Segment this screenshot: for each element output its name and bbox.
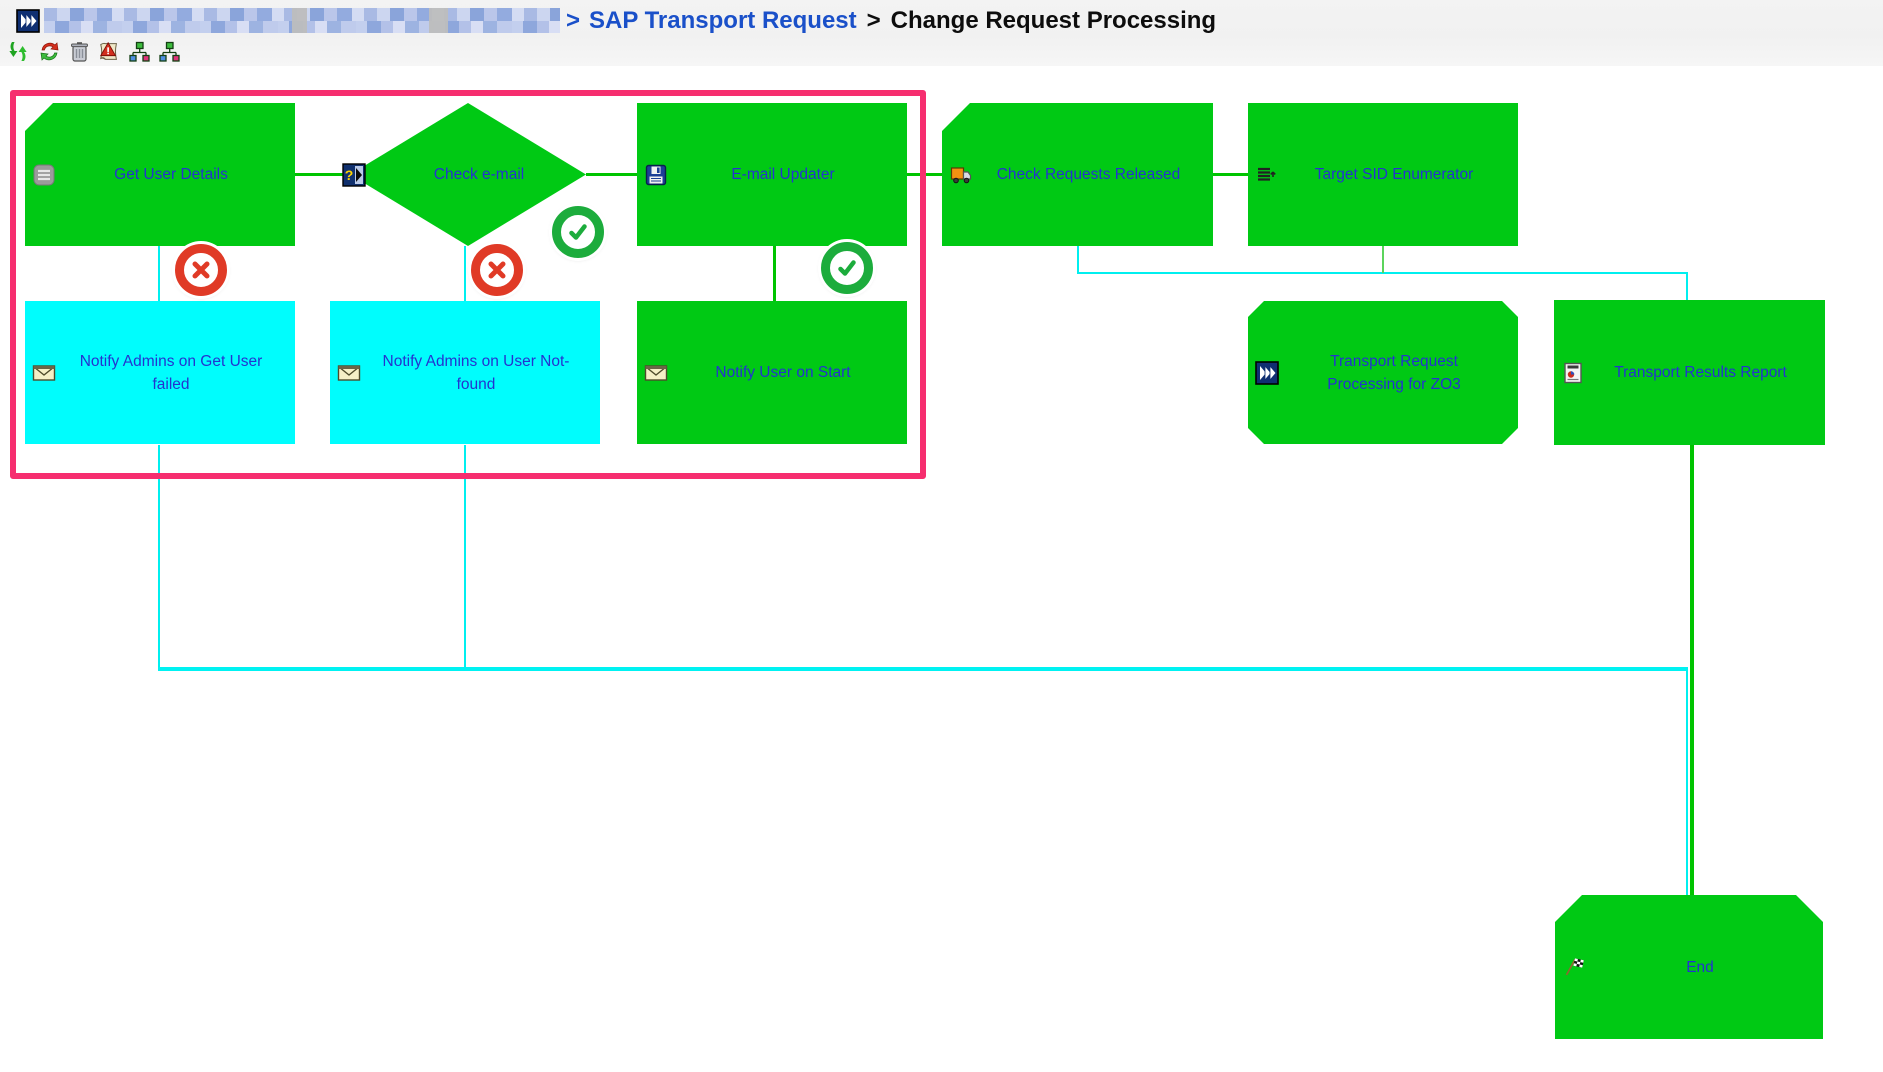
- node-label: Check Requests Released: [996, 166, 1181, 183]
- connector-updater-checkreq: [907, 173, 942, 176]
- node-check-requests-released[interactable]: Check Requests Released: [942, 103, 1213, 246]
- connector-report-to-end: [1690, 445, 1694, 895]
- connector-targetsid-down: [1382, 246, 1384, 273]
- connector-getuser-checkemail: [295, 173, 350, 176]
- connector-checkreq-targetsid: [1213, 173, 1248, 176]
- connector-cyan-to-end: [1686, 671, 1688, 895]
- mail-icon: [644, 361, 668, 385]
- transport-chevrons-icon: [1255, 361, 1279, 385]
- success-badge: [552, 206, 604, 258]
- hierarchy-tree-icon[interactable]: [128, 40, 151, 63]
- mail-icon: [337, 361, 361, 385]
- node-label: Target SID Enumerator: [1314, 166, 1474, 183]
- connector-into-results-report: [1686, 272, 1688, 300]
- connector-notify1-long-drop: [158, 445, 160, 669]
- breadcrumb-separator-2: >: [866, 7, 881, 34]
- connector-notify2-long-drop: [464, 445, 466, 669]
- header-bar: > SAP Transport Request > Change Request…: [0, 0, 1883, 66]
- node-get-user-details[interactable]: Get User Details: [25, 103, 295, 246]
- trash-icon[interactable]: [68, 40, 91, 63]
- error-badge: [471, 244, 523, 296]
- node-label: Notify User on Start: [715, 364, 851, 381]
- workflow-app-icon: [16, 9, 40, 33]
- breadcrumb: > SAP Transport Request > Change Request…: [566, 7, 1216, 35]
- node-label: Notify Admins on User Not-found: [382, 352, 570, 393]
- connector-checkreq-down: [1077, 246, 1079, 274]
- node-label: Transport Request Processing for ZO3: [1327, 352, 1461, 393]
- breadcrumb-separator: >: [566, 7, 581, 34]
- node-target-sid-enumerator[interactable]: Target SID Enumerator: [1248, 103, 1518, 246]
- truck-icon: [949, 163, 973, 187]
- success-badge: [821, 242, 873, 294]
- node-notify-user-on-start[interactable]: Notify User on Start: [637, 301, 907, 444]
- node-notify-admins-get-user-failed[interactable]: Notify Admins on Get User failed: [25, 301, 295, 444]
- node-label: E-mail Updater: [731, 166, 835, 183]
- node-label: End: [1686, 958, 1714, 976]
- node-check-email[interactable]: ? Check e-mail: [342, 103, 586, 246]
- mail-icon: [32, 361, 56, 385]
- connector-long-horizontal: [158, 667, 1688, 671]
- report-icon: [1561, 361, 1585, 385]
- node-label: Notify Admins on Get User failed: [79, 352, 263, 393]
- connector-getuser-fail-drop: [158, 246, 160, 301]
- svg-text:?: ?: [345, 167, 354, 183]
- form-icon: [32, 163, 56, 187]
- connector-checkemail-updater: [586, 173, 637, 176]
- breadcrumb-link-sap-transport-request[interactable]: SAP Transport Request: [589, 7, 857, 34]
- breadcrumb-current-page: Change Request Processing: [890, 7, 1217, 34]
- node-transport-results-report[interactable]: Transport Results Report: [1554, 300, 1825, 445]
- node-label: Transport Results Report: [1614, 364, 1787, 381]
- alert-log-icon[interactable]: [98, 40, 121, 63]
- toolbar: [8, 39, 188, 63]
- node-notify-admins-user-not-found[interactable]: Notify Admins on User Not-found: [330, 301, 600, 444]
- connector-checkemail-fail-drop: [464, 246, 466, 301]
- hierarchy-tree-alt-icon[interactable]: [158, 40, 181, 63]
- redacted-breadcrumb-segment: [44, 8, 560, 33]
- node-end[interactable]: End: [1555, 895, 1823, 1039]
- connector-updater-notify-drop: [773, 246, 776, 301]
- flag-icon: [1562, 955, 1586, 979]
- connector-checkreq-horizontal: [1077, 272, 1688, 274]
- list-icon: [1255, 163, 1279, 187]
- node-transport-request-processing-zo3[interactable]: Transport Request Processing for ZO3: [1248, 301, 1518, 444]
- decision-icon: ?: [342, 162, 366, 187]
- refresh-arrows-icon[interactable]: [8, 40, 31, 63]
- error-badge: [175, 244, 227, 296]
- node-label: Get User Details: [114, 166, 228, 183]
- sync-circular-arrows-icon[interactable]: [38, 40, 61, 63]
- node-email-updater[interactable]: E-mail Updater: [637, 103, 907, 246]
- floppy-icon: [644, 163, 668, 187]
- node-label: Check e-mail: [433, 166, 525, 183]
